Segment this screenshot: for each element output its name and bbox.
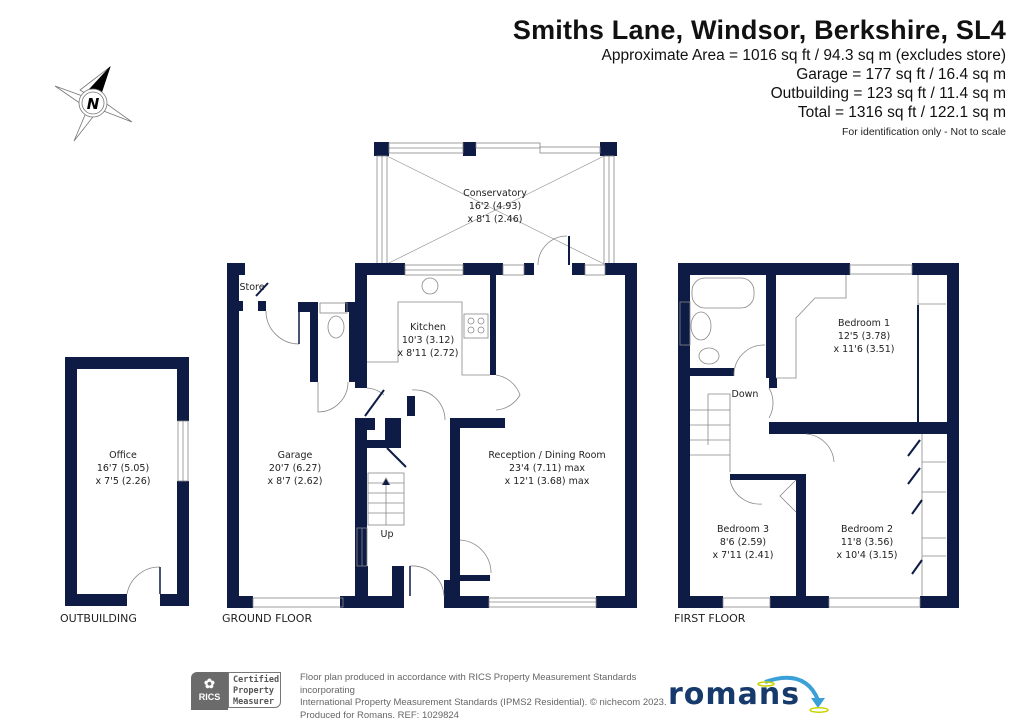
room-bedroom1-name: Bedroom 1 xyxy=(838,318,890,329)
room-office-dim1: 16'7 (5.05) xyxy=(97,463,149,474)
outbuilding-plan xyxy=(65,357,189,606)
area-outbuilding: Outbuilding = 123 sq ft / 11.4 sq m xyxy=(770,85,1006,102)
room-reception-name: Reception / Dining Room xyxy=(488,450,605,461)
room-conservatory-name: Conservatory xyxy=(463,188,527,199)
area-total: Total = 1316 sq ft / 122.1 sq m xyxy=(797,104,1006,121)
room-conservatory-dim2: x 8'1 (2.46) xyxy=(468,214,523,225)
room-reception-dim2: x 12'1 (3.68) max xyxy=(505,476,590,487)
rics-crest-icon: ✿ xyxy=(204,676,215,691)
room-office-name: Office xyxy=(109,450,137,461)
rics-logo: ✿ RICS xyxy=(191,672,228,710)
room-kitchen-name: Kitchen xyxy=(410,322,446,333)
floor-label-outbuilding: OUTBUILDING xyxy=(60,612,137,625)
room-bedroom2-dim1: 11'8 (3.56) xyxy=(841,537,893,548)
room-bedroom2-dim2: x 10'4 (3.15) xyxy=(837,550,898,561)
room-garage-dim1: 20'7 (6.27) xyxy=(269,463,321,474)
room-kitchen-dim1: 10'3 (3.12) xyxy=(402,335,454,346)
area-garage: Garage = 177 sq ft / 16.4 sq m xyxy=(796,66,1006,83)
room-bedroom3-name: Bedroom 3 xyxy=(717,524,769,535)
floor-label-first: FIRST FLOOR xyxy=(674,612,746,625)
romans-arrow-icon xyxy=(757,675,829,713)
disclaimer: For identification only - Not to scale xyxy=(842,126,1006,138)
room-garage-name: Garage xyxy=(278,450,313,461)
room-conservatory-dim1: 16'2 (4.93) xyxy=(469,201,521,212)
header: Smiths Lane, Windsor, Berkshire, SL4 App… xyxy=(513,14,1006,138)
stairs-up-label: Up xyxy=(381,529,394,540)
area-approx: Approximate Area = 1016 sq ft / 94.3 sq … xyxy=(601,47,1007,64)
stairs-down-label: Down xyxy=(732,389,759,400)
property-title: Smiths Lane, Windsor, Berkshire, SL4 xyxy=(512,15,1006,45)
room-bedroom2-name: Bedroom 2 xyxy=(841,524,893,535)
rics-badge: ✿ RICS Certified Property Measurer xyxy=(191,672,283,710)
room-bedroom1-dim2: x 11'6 (3.51) xyxy=(834,344,895,355)
room-bedroom3-dim1: 8'6 (2.59) xyxy=(720,537,766,548)
room-reception-dim1: 23'4 (7.11) max xyxy=(509,463,585,474)
room-garage-dim2: x 8'7 (2.62) xyxy=(268,476,323,487)
room-kitchen-dim2: x 8'11 (2.72) xyxy=(398,348,459,359)
romans-logo: romans xyxy=(668,677,801,712)
room-office-dim2: x 7'5 (2.26) xyxy=(96,476,151,487)
room-store-name: Store xyxy=(239,282,264,293)
room-bedroom3-dim2: x 7'11 (2.41) xyxy=(713,550,774,561)
svg-text:N: N xyxy=(87,95,100,113)
floor-label-ground: GROUND FLOOR xyxy=(222,612,312,625)
footer-text: Floor plan produced in accordance with R… xyxy=(300,672,667,721)
ground-floor-walls xyxy=(227,263,637,608)
compass-north-icon: N xyxy=(54,65,133,142)
room-bedroom1-dim1: 12'5 (3.78) xyxy=(838,331,890,342)
first-floor-walls xyxy=(678,263,959,608)
